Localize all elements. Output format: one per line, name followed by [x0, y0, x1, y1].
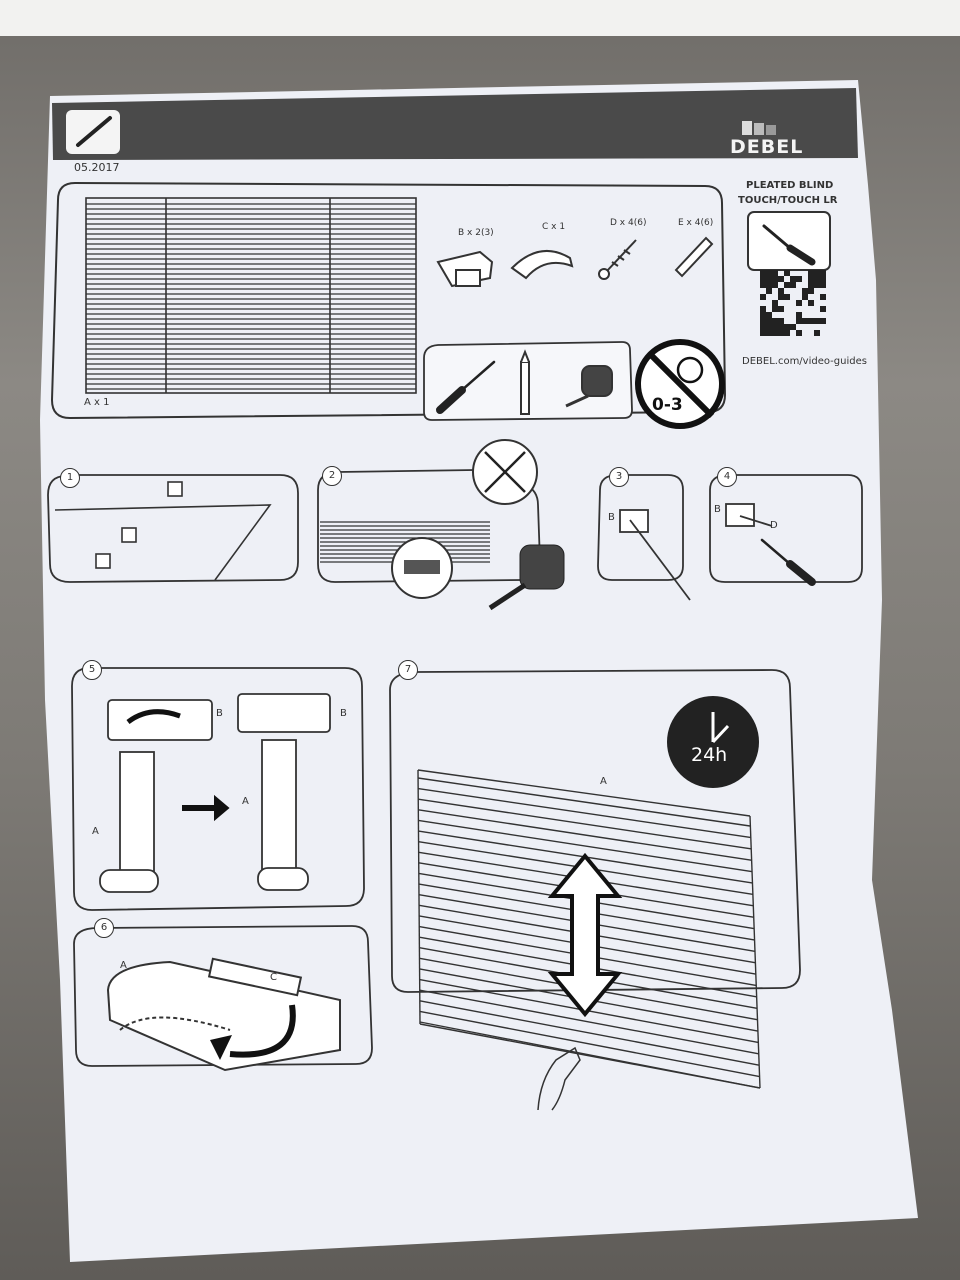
qr-code [760, 270, 826, 336]
part-d-label: D x 4(6) [610, 218, 647, 228]
step-7-letter-a: A [600, 776, 607, 787]
step-6-number: 6 [94, 918, 114, 938]
step-1-panel [47, 474, 299, 583]
step-3-number: 3 [609, 467, 629, 487]
step-2-tape-measure-icon [488, 544, 565, 611]
step-5-number: 5 [82, 660, 102, 680]
step-3-panel [597, 474, 684, 581]
step-1-wall-drawing [54, 481, 272, 581]
blind-pleats [86, 203, 416, 390]
step-5-rotate-arrow-icon [126, 709, 181, 725]
debel-logo-mark [742, 121, 776, 135]
step-5-letter-a-right: A [242, 796, 249, 807]
step-2-number: 2 [322, 466, 342, 486]
step-6-rotate-arrow-icon [229, 1004, 296, 1058]
step-4-letter-d: D [770, 520, 778, 531]
part-e-plug-icon [674, 236, 714, 278]
step-4-number: 4 [717, 467, 737, 487]
step-3-letter-b: B [608, 512, 615, 523]
24h-wait-icon [667, 696, 759, 788]
part-b-label: B x 2(3) [458, 228, 494, 238]
header-date: 05.2017 [74, 161, 120, 174]
step-4-screwdriver-icon [760, 538, 816, 586]
part-c-label: C x 1 [542, 222, 566, 232]
part-d-screw-icon [598, 239, 637, 280]
step-3-bracket-drawing [619, 509, 691, 601]
step-7-up-down-arrow-icon [547, 852, 623, 1018]
tape-measure-icon [565, 365, 613, 408]
product-tile-icon [747, 211, 831, 271]
blind-part-a-drawing [85, 197, 417, 394]
screwdriver-icon [436, 360, 496, 414]
background-edge [0, 0, 960, 36]
product-title-line1: PLEATED BLIND [746, 180, 834, 191]
step-7-panel [389, 669, 801, 993]
part-a-label: A x 1 [84, 397, 110, 408]
step-5-profile-drawing [99, 693, 331, 893]
product-title-line2: TOUCH/TOUCH LR [738, 195, 838, 206]
hand-pulling-icon [537, 1046, 581, 1111]
step-4-bracket-drawing [725, 503, 773, 527]
step-5-right-arrow-icon [182, 794, 230, 822]
step-5-letter-b-left: B [216, 708, 223, 719]
step-6-letter-a: A [120, 960, 127, 971]
pencil-icon [520, 349, 530, 415]
step-2-no-measure-icon [472, 439, 538, 505]
step-5-letter-b-right: B [340, 708, 347, 719]
header-bar [52, 88, 858, 160]
step-5-letter-a-left: A [92, 826, 99, 837]
step-4-panel [709, 474, 863, 583]
step-5-panel [71, 667, 365, 911]
brand-name: DEBEL [730, 136, 804, 158]
step-1-number: 1 [60, 468, 80, 488]
step-4-letter-b: B [714, 504, 721, 515]
part-c-icon [510, 250, 574, 280]
step-7-number: 7 [398, 660, 418, 680]
step-2-detail-circle [391, 537, 453, 599]
video-guides-link[interactable]: DEBEL.com/video-guides [742, 356, 867, 367]
parts-box [50, 181, 727, 420]
24h-label: 24h [691, 744, 728, 766]
step-6-letter-c: C [270, 972, 277, 983]
part-e-label: E x 4(6) [678, 218, 714, 228]
part-b-icon [436, 250, 494, 288]
age-warning-label: 0-3 [652, 395, 683, 415]
no-children-warning-icon [635, 339, 725, 429]
step-6-panel [73, 925, 373, 1067]
